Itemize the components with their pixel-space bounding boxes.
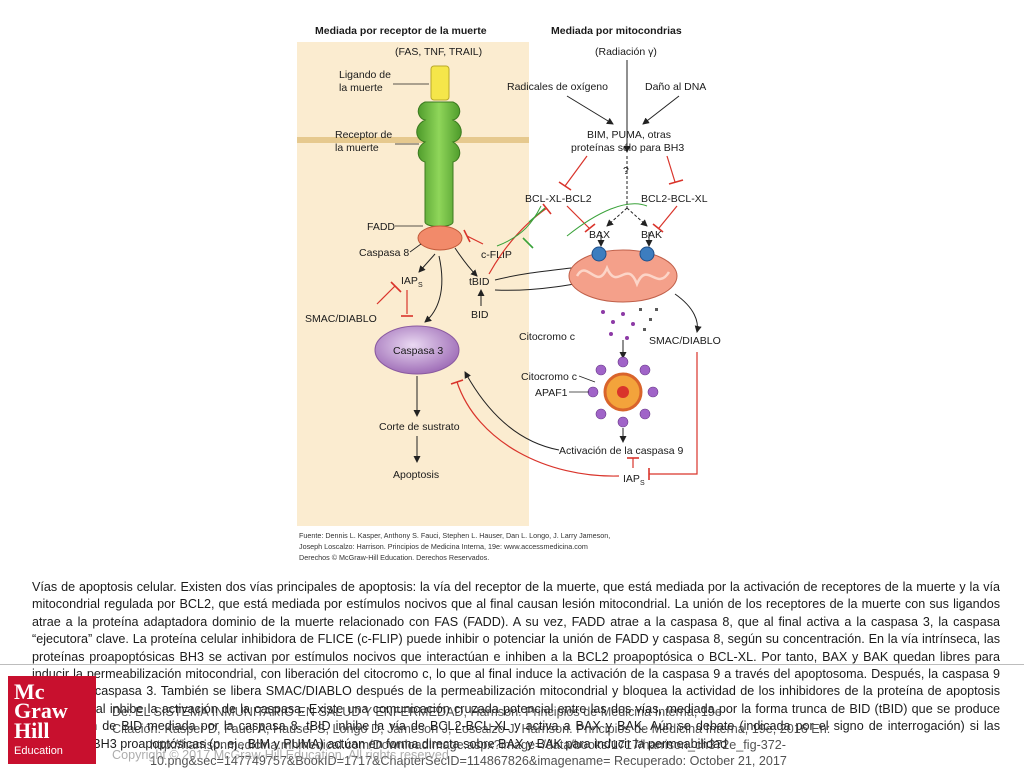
label-bak: BAK: [641, 229, 662, 241]
source-line-3: Derechos © McGraw-Hill Education. Derech…: [299, 553, 489, 562]
mcgraw-hill-logo: Mc Graw Hill Education: [8, 676, 96, 764]
label-tbid: tBID: [469, 276, 490, 288]
header-mito: Mediada por mitocondrias: [551, 25, 682, 37]
label-apoptosis: Apoptosis: [393, 469, 439, 481]
cell-background-receptor: [297, 36, 529, 526]
label-smac-right: SMAC/DIABLO: [649, 335, 721, 347]
source-line-1: Fuente: Dennis L. Kasper, Anthony S. Fau…: [299, 531, 610, 540]
figure-caption: Vías de apoptosis celular. Existen dos v…: [32, 580, 1000, 751]
death-ligand-shape: [430, 65, 450, 101]
label-cflip: c-FLIP: [481, 249, 512, 261]
label-iaps: IAPS: [401, 275, 423, 289]
label-receptor-2: la muerte: [335, 142, 379, 154]
label-activacion-9: Activación de la caspasa 9: [559, 445, 683, 457]
logo-line-3: Hill: [14, 718, 50, 743]
apoptosis-diagram: Mediada por receptor de la muerte Mediad…: [297, 22, 729, 562]
label-dano: Daño al DNA: [645, 81, 706, 93]
label-smac-left: SMAC/DIABLO: [305, 313, 377, 325]
caspase-3-shape: [374, 325, 460, 375]
label-caspasa-3: Caspasa 3: [393, 345, 443, 357]
bax-channel: [591, 246, 607, 262]
label-radiacion: (Radiación γ): [595, 46, 657, 58]
label-apaf1: APAF1: [535, 387, 568, 399]
footer-citation-url[interactable]: http://harrisonmedicina.mhmedical.com/Do…: [150, 738, 787, 752]
label-fadd: FADD: [367, 221, 395, 233]
label-bcl2-bclxl: BCL2-BCL-XL: [641, 193, 708, 205]
footer-copyright: Copyright © 2017 McGraw-Hill Education. …: [112, 748, 449, 762]
footer-divider: [0, 664, 1024, 665]
bak-channel: [639, 246, 655, 262]
label-corte: Corte de sustrato: [379, 421, 460, 433]
logo-line-4: Education: [14, 745, 63, 757]
label-bim-1: BIM, PUMA, otras: [587, 129, 671, 141]
label-question: ?: [623, 165, 629, 177]
label-iaps-2: IAPS: [623, 473, 645, 487]
label-citocromo-1: Citocromo c: [519, 331, 575, 343]
label-ligando-2: la muerte: [339, 82, 383, 94]
label-receptor-1: Receptor de: [335, 129, 392, 141]
label-citocromo-2: Citocromo c: [521, 371, 577, 383]
logo-line-1: Mc: [14, 679, 45, 704]
caspase-8-shape: [417, 225, 463, 251]
label-bclxl-bcl2: BCL-XL-BCL2: [525, 193, 592, 205]
footer-from: De: EL SISTEMA INMUNITARIO EN SALUD Y EN…: [112, 705, 722, 719]
apoptosome-shape: [587, 356, 659, 428]
label-bax: BAX: [589, 229, 610, 241]
label-ligando-1: Ligando de: [339, 69, 391, 81]
label-radicales: Radicales de oxígeno: [507, 81, 608, 93]
label-fas-tnf: (FAS, TNF, TRAIL): [395, 46, 482, 58]
footer-citation: Citación: Kasper D, Fauci A, Hauser S, L…: [112, 722, 831, 736]
apoptosis-figure: Mediada por receptor de la muerte Mediad…: [297, 22, 729, 564]
label-caspasa-8: Caspasa 8: [359, 247, 409, 259]
label-bid: BID: [471, 309, 489, 321]
smac-dots: [639, 308, 658, 331]
footer-citation-url-2[interactable]: 10.png&sec=147749757&BookID=1717&Chapter…: [150, 754, 787, 768]
header-receptor: Mediada por receptor de la muerte: [315, 25, 487, 37]
cytochrome-c-dots: [601, 310, 635, 340]
source-line-2: Joseph Loscalzo: Harrison. Principios de…: [299, 542, 588, 551]
label-bim-2: proteínas sólo para BH3: [571, 142, 684, 154]
logo-line-2: Graw: [14, 698, 68, 723]
